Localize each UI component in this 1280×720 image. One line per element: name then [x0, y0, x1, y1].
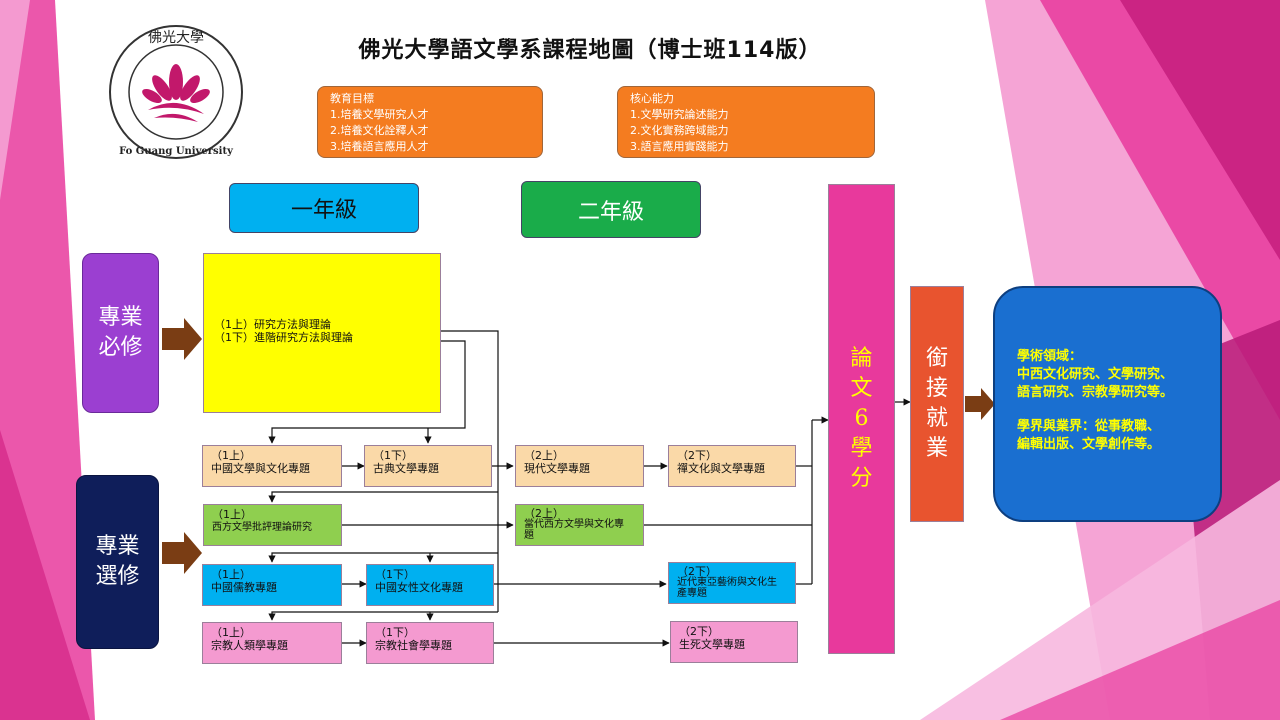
required-arrow-icon — [162, 318, 202, 360]
course-title: 中國女性文化專題 — [375, 581, 463, 594]
course-female-culture: （1下） 中國女性文化專題 — [366, 564, 494, 606]
grade-year2: 二年級 — [521, 181, 701, 238]
thesis-char: 學 — [850, 436, 873, 461]
goal-item: 2.培養文化詮釋人才 — [330, 124, 429, 137]
career-char: 就 — [925, 406, 948, 431]
course-title: 宗教社會學專題 — [375, 639, 452, 652]
course-title: 中國儒教專題 — [211, 581, 277, 594]
grade-year1: 一年級 — [229, 183, 419, 233]
course-title: 禪文化與文學專題 — [677, 462, 765, 475]
course-modern-lit: （2上） 現代文學專題 — [515, 445, 644, 487]
thesis-char: 分 — [850, 466, 873, 491]
outcome-line: 中西文化研究、文學研究、 — [1017, 367, 1174, 382]
career-char: 銜 — [925, 346, 948, 371]
course-zen-lit: （2下） 禪文化與文學專題 — [668, 445, 796, 487]
course-title: 生死文學專題 — [679, 638, 745, 651]
required-course-item: （1上）研究方法與理論 — [214, 318, 331, 331]
university-logo: 佛光大學 Fo Guang University — [109, 25, 243, 159]
course-title: 中國文學與文化專題 — [211, 462, 310, 475]
thesis-credits-box: 論 文 6 學 分 — [828, 184, 895, 654]
course-title: 當代西方文學與文化專 — [524, 519, 624, 530]
career-char: 業 — [925, 436, 948, 461]
course-term: （1上） — [211, 449, 251, 462]
logo-chinese-text: 佛光大學 — [148, 30, 204, 46]
course-term: （1上） — [211, 568, 251, 581]
outcome-line: 學術領域： — [1017, 349, 1083, 364]
course-term: （2上） — [524, 507, 564, 520]
course-title: 產專題 — [677, 588, 707, 599]
outcome-line: 學界與業界：從事教職、 — [1017, 419, 1161, 434]
ability-item: 2.文化實務跨域能力 — [630, 124, 729, 137]
course-term: （1上） — [212, 508, 252, 521]
goal-item: 3.培養語言應用人才 — [330, 140, 429, 153]
course-confucianism: （1上） 中國儒教專題 — [202, 564, 342, 606]
course-life-death-lit: （2下） 生死文學專題 — [670, 621, 798, 663]
elective-label-line: 專業 — [95, 534, 140, 559]
elective-arrow-icon — [162, 532, 202, 574]
outcome-box: 學術領域： 中西文化研究、文學研究、 語言研究、宗教學研究等。 學界與業界：從事… — [993, 286, 1222, 522]
course-term: （1下） — [375, 568, 415, 581]
required-label: 專業 必修 — [82, 253, 159, 413]
abilities-heading: 核心能力 — [630, 92, 674, 105]
course-title: 近代東亞藝術與文化生 — [677, 577, 777, 588]
course-term: （2上） — [524, 449, 564, 462]
course-religious-anthropology: （1上） 宗教人類學專題 — [202, 622, 342, 664]
ability-item: 3.語言應用實踐能力 — [630, 140, 729, 153]
required-course-item: （1下）進階研究方法與理論 — [214, 331, 353, 344]
thesis-char: 文 — [850, 376, 873, 401]
thesis-char: 論 — [850, 346, 873, 371]
required-course-box: （1上）研究方法與理論 （1下）進階研究方法與理論 — [203, 253, 441, 413]
logo-english-text: Fo Guang University — [119, 146, 234, 157]
required-label-line: 必修 — [98, 335, 143, 360]
course-term: （2下） — [677, 449, 717, 462]
course-western-criticism: （1上） 西方文學批評理論研究 — [203, 504, 342, 546]
course-title: 古典文學專題 — [373, 462, 439, 475]
course-china-lit-culture: （1上） 中國文學與文化專題 — [202, 445, 342, 487]
course-classical-lit: （1下） 古典文學專題 — [364, 445, 492, 487]
elective-label: 專業 選修 — [76, 475, 159, 649]
course-term: （1下） — [373, 449, 413, 462]
course-term: （2下） — [679, 625, 719, 638]
course-term: （2下） — [677, 565, 717, 578]
course-title: 現代文學專題 — [524, 462, 590, 475]
core-abilities-box: 核心能力 1.文學研究論述能力 2.文化實務跨域能力 3.語言應用實踐能力 — [617, 86, 875, 158]
course-religious-sociology: （1下） 宗教社會學專題 — [366, 622, 494, 664]
course-contemporary-western: （2上） 當代西方文學與文化專 題 — [515, 504, 644, 546]
goal-item: 1.培養文學研究人才 — [330, 108, 429, 121]
course-title: 題 — [524, 530, 534, 541]
elective-label-line: 選修 — [95, 564, 140, 589]
course-term: （1下） — [375, 626, 415, 639]
education-goals-box: 教育目標 1.培養文學研究人才 2.培養文化詮釋人才 3.培養語言應用人才 — [317, 86, 543, 158]
course-title: 宗教人類學專題 — [211, 639, 288, 652]
outcome-line: 編輯出版、文學創作等。 — [1017, 437, 1161, 452]
outcome-line: 語言研究、宗教學研究等。 — [1017, 385, 1174, 400]
lotus-icon — [142, 64, 210, 122]
ability-item: 1.文學研究論述能力 — [630, 108, 729, 121]
career-char: 接 — [925, 376, 948, 401]
course-title: 西方文學批評理論研究 — [212, 522, 312, 533]
course-east-asian-arts: （2下） 近代東亞藝術與文化生 產專題 — [668, 562, 796, 604]
career-arrow-icon — [965, 388, 995, 420]
page-title: 佛光大學語文學系課程地圖（博士班114版） — [358, 38, 822, 63]
required-label-line: 專業 — [98, 305, 143, 330]
career-bridge-box: 銜 接 就 業 — [910, 286, 964, 522]
thesis-char: 6 — [854, 406, 869, 431]
goals-heading: 教育目標 — [330, 92, 374, 105]
course-term: （1上） — [211, 626, 251, 639]
